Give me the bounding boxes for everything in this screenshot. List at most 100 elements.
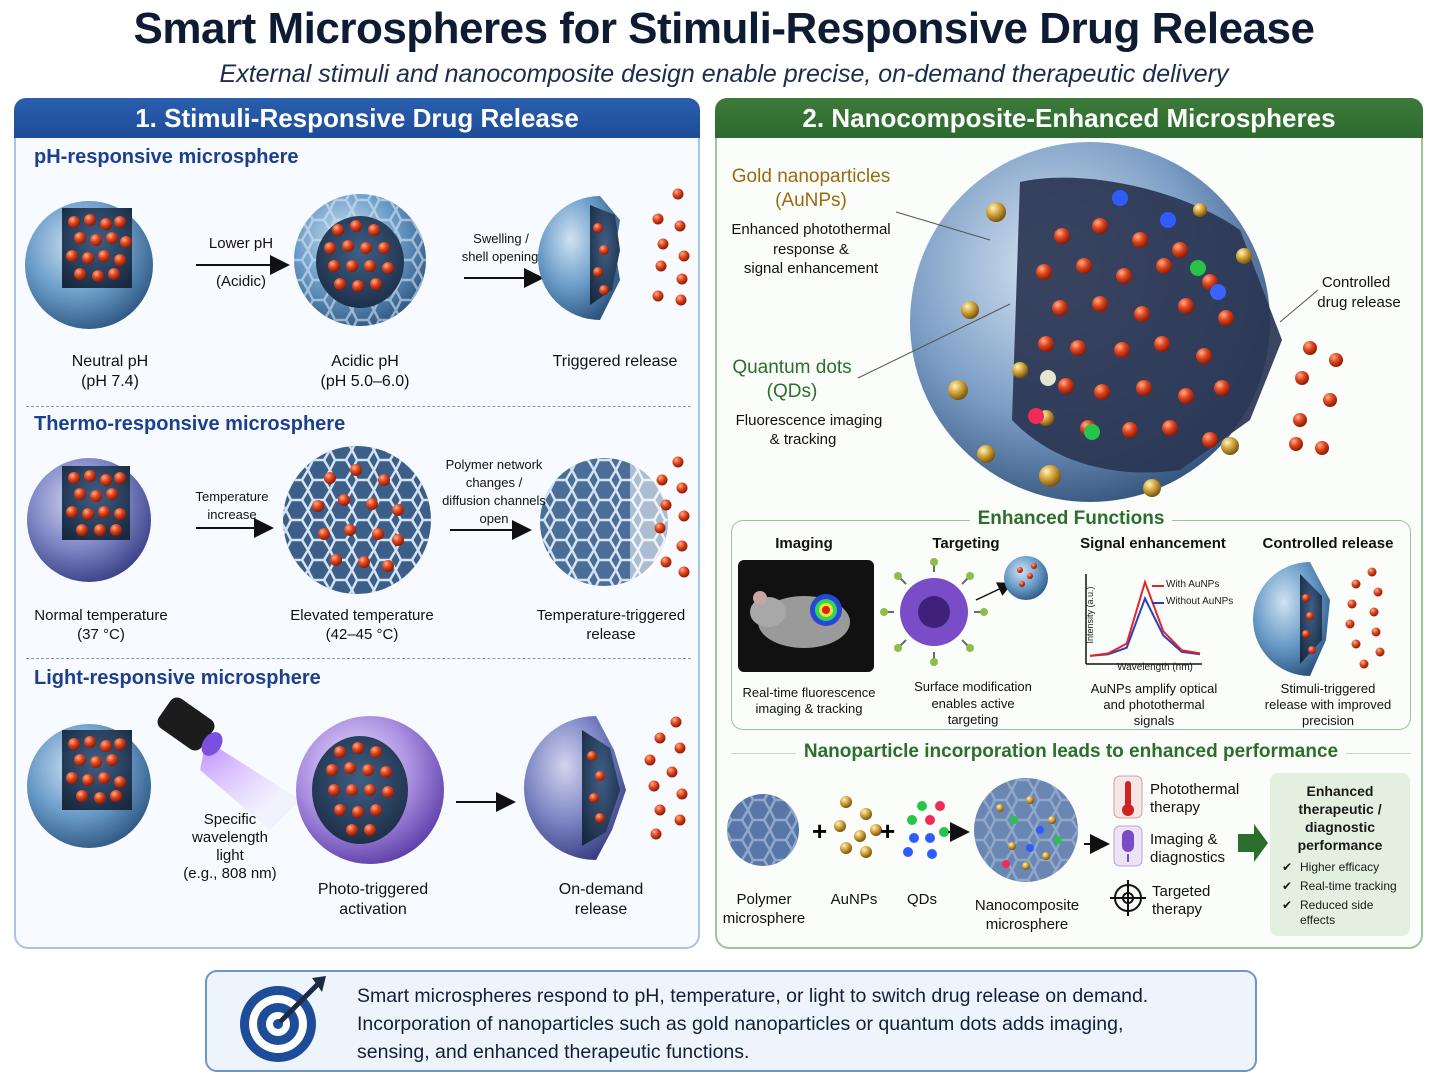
photo-triggered-label: Photo-triggered <box>317 881 429 898</box>
check-icon: ✔ <box>1282 860 1293 874</box>
qd-title2: (QDs) <box>766 381 818 402</box>
nanocomposite-microsphere-icon <box>974 778 1078 882</box>
stimuli-panel-heading: 1. Stimuli-Responsive Drug Release <box>14 98 700 138</box>
targeted-label2: therapy <box>1152 901 1203 918</box>
polymer-label1: Polymer <box>736 891 792 908</box>
normal-temp-value: (37 °C) <box>77 626 125 643</box>
imaging-desc1: Real-time fluorescence <box>742 685 876 700</box>
signal-enhancement-plot <box>1085 574 1202 665</box>
signal-desc2: and photothermal <box>1103 697 1205 712</box>
summary-line2: Incorporation of nanoparticles such as g… <box>357 1013 1124 1035</box>
neutral-ph-sphere <box>25 201 153 329</box>
targeting-desc3: targeting <box>947 712 999 727</box>
normal-temp-label: Normal temperature <box>34 607 168 624</box>
thermo-arrow1-label: Temperature <box>195 489 269 504</box>
microphone-icon <box>1113 825 1143 867</box>
on-demand-label2: release <box>574 901 628 918</box>
page-title: Smart Microspheres for Stimuli-Responsiv… <box>133 4 1315 53</box>
target-icon <box>240 976 326 1062</box>
ph-arrow2-label2: shell opening <box>461 249 539 264</box>
targeting-heading: Targeting <box>932 535 1000 552</box>
check-reduced-side-effects-2: effects <box>1300 913 1336 927</box>
imaging-label2: diagnostics <box>1150 849 1226 866</box>
qd-desc1: Fluorescence imaging <box>735 412 883 429</box>
thermo-arrow2-label4: open <box>479 511 509 526</box>
imaging-label1: Imaging & <box>1150 831 1218 848</box>
neutral-ph-value: (pH 7.4) <box>81 373 139 390</box>
qd-desc2: & tracking <box>769 431 837 448</box>
incorporation-heading: Nanoparticle incorporation leads to enha… <box>795 741 1347 762</box>
photothermal-label1: Photothermal <box>1150 781 1240 798</box>
qds-icon <box>903 801 949 859</box>
summary-line1: Smart microspheres respond to pH, temper… <box>357 985 1149 1007</box>
laser-icon <box>157 697 300 830</box>
targeting-desc2: enables active <box>931 696 1015 711</box>
targeting-cell-icon <box>880 556 1048 666</box>
section-divider <box>26 406 691 407</box>
ph-arrow1-label2: (Acidic) <box>215 273 266 290</box>
enhanced-functions-heading: Enhanced Functions <box>969 508 1173 529</box>
plus-sign-2: + <box>880 816 895 846</box>
check-higher-efficacy: Higher efficacy <box>1300 860 1380 874</box>
aunp-desc1: Enhanced photothermal <box>731 221 891 238</box>
normal-temp-sphere <box>27 458 151 582</box>
nano-label2: microsphere <box>985 916 1069 933</box>
ph-section-title: pH-responsive microsphere <box>34 146 299 168</box>
ph-arrow2-label: Swelling / <box>473 231 529 246</box>
series-with-aunps <box>1089 578 1201 657</box>
acidic-ph-value: (pH 5.0–6.0) <box>320 373 410 390</box>
triggered-release-sphere <box>538 188 690 320</box>
aunps-label: AuNPs <box>830 891 878 908</box>
check-icon: ✔ <box>1282 898 1293 912</box>
aunp-title2: (AuNPs) <box>775 190 847 211</box>
signal-desc3: signals <box>1133 713 1175 728</box>
thermo-arrow2-label: Polymer network <box>445 457 543 472</box>
page-subtitle: External stimuli and nanocomposite desig… <box>219 60 1229 88</box>
light-stimulus-label4: (e.g., 808 nm) <box>183 865 277 882</box>
legend-with-aunps: With AuNPs <box>1166 579 1220 590</box>
release-desc3: precision <box>1301 713 1355 728</box>
controlled-release-label2: drug release <box>1317 294 1401 311</box>
light-stimulus-label2: wavelength <box>192 829 268 846</box>
section-divider <box>26 658 691 659</box>
plus-sign-1: + <box>812 816 827 846</box>
elevated-temp-sphere <box>283 446 431 594</box>
photo-triggered-label2: activation <box>339 901 407 918</box>
enhanced-functions-heading-wrap: Enhanced Functions <box>731 508 1411 530</box>
nano-label1: Nanocomposite <box>974 897 1080 914</box>
on-demand-label: On-demand <box>558 881 644 898</box>
thermo-arrow2-label3: diffusion channels <box>442 493 546 508</box>
neutral-ph-label: Neutral pH <box>71 353 149 370</box>
check-real-time-tracking: Real-time tracking <box>1300 879 1397 893</box>
imaging-desc2: imaging & tracking <box>755 701 863 716</box>
aunp-desc2: response & <box>773 241 849 258</box>
target-crosshair-icon <box>1110 880 1146 916</box>
qds-label: QDs <box>907 891 937 908</box>
incorporation-heading-wrap: Nanoparticle incorporation leads to enha… <box>731 741 1411 763</box>
light-stimulus-label1: Specific <box>203 811 257 828</box>
check-reduced-side-effects: Reduced side <box>1300 898 1374 912</box>
summary-box <box>205 970 1257 1072</box>
result-title-1: Enhanced <box>1306 783 1374 799</box>
summary-line3: sensing, and enhanced therapeutic functi… <box>357 1041 750 1063</box>
release-desc1: Stimuli-triggered <box>1280 681 1376 696</box>
mouse-icon <box>750 591 850 648</box>
photothermal-label2: therapy <box>1150 799 1201 816</box>
result-title-4: performance <box>1297 837 1383 853</box>
legend-without-aunps: Without AuNPs <box>1166 596 1234 607</box>
result-title-3: diagnostic <box>1304 819 1375 835</box>
thermo-section-title: Thermo-responsive microsphere <box>34 413 346 435</box>
thermometer-icon <box>1113 775 1143 819</box>
polymer-label2: microsphere <box>722 910 806 927</box>
release-desc2: release with improved <box>1264 697 1392 712</box>
aunp-desc3: signal enhancement <box>743 260 879 277</box>
light-initial-sphere <box>27 724 151 848</box>
acidic-ph-label: Acidic pH <box>331 353 399 370</box>
temp-triggered-release-sphere <box>540 456 690 586</box>
ph-arrow1-label: Lower pH <box>208 235 274 252</box>
light-stimulus-label3: light <box>216 847 244 864</box>
elevated-temp-value: (42–45 °C) <box>325 626 399 643</box>
